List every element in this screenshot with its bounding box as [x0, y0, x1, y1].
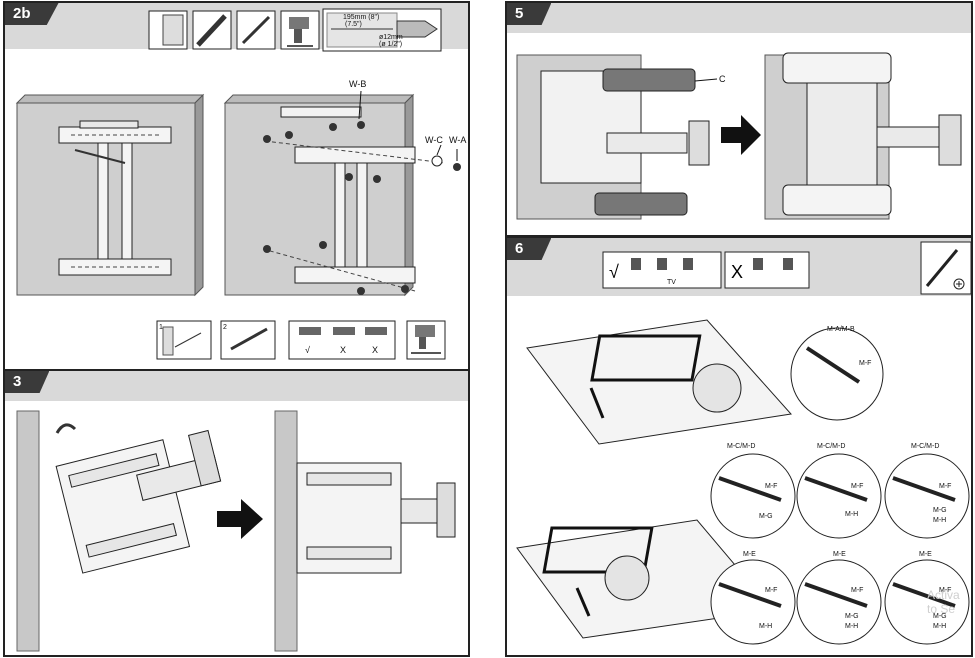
step-3-illustration [16, 410, 456, 652]
svg-text:M-F: M-F [859, 360, 871, 367]
svg-text:M-C/M-D: M-C/M-D [817, 443, 845, 450]
svg-text:M-E: M-E [743, 551, 756, 558]
svg-text:M-H: M-H [759, 623, 772, 630]
svg-text:M-G: M-G [845, 613, 859, 620]
wall-plate-left [58, 120, 172, 276]
check-icon-row: 1 2 √ X X [156, 320, 446, 360]
svg-text:M-H: M-H [933, 623, 946, 630]
wall-right [223, 93, 415, 297]
svg-text:M-F: M-F [939, 587, 951, 594]
label-wc: W-C [425, 135, 443, 145]
svg-text:X: X [372, 345, 378, 355]
ok-mark: √ [609, 262, 619, 282]
step-header-band [507, 3, 971, 33]
svg-text:M-E: M-E [919, 551, 932, 558]
no-mark: X [731, 262, 743, 282]
svg-text:M-G: M-G [759, 513, 773, 520]
svg-text:M-H: M-H [845, 623, 858, 630]
step-2b-illustration: 195mm (8") (7.5") ø12mm (ø 1/2") [15, 8, 466, 360]
watermark: Activa to Se [927, 588, 960, 616]
svg-text:(7.5"): (7.5") [345, 21, 362, 28]
step-number-badge: 3 [5, 371, 50, 393]
step-6-illustration: √ TV X M-A/M-B M-F [516, 241, 971, 645]
label-c: C [719, 74, 726, 84]
step-5-illustration: C [516, 52, 962, 220]
svg-text:195mm (8"): 195mm (8") [343, 14, 379, 21]
level-icon [192, 10, 232, 50]
svg-text:TV: TV [667, 279, 676, 286]
svg-text:(ø 1/2"): (ø 1/2") [379, 41, 402, 48]
label-wb: W-B [349, 79, 366, 89]
step-number-badge: 6 [507, 238, 552, 260]
svg-text:1: 1 [159, 324, 163, 331]
drill-icon [280, 10, 320, 50]
step-number-badge: 2b [5, 3, 59, 25]
label-wa: W-A [449, 135, 466, 145]
step-2b-panel: 2b 195mm (8") (7.5") ø12mm [3, 1, 470, 371]
svg-text:M-H: M-H [845, 511, 858, 518]
hole-size-diagram: 195mm (8") (7.5") ø12mm (ø 1/2") [322, 8, 442, 52]
svg-text:M-F: M-F [765, 587, 777, 594]
svg-text:M-F: M-F [851, 587, 863, 594]
svg-text:M-C/M-D: M-C/M-D [727, 443, 755, 450]
svg-text:M-G: M-G [933, 613, 947, 620]
svg-text:M-A/M-B: M-A/M-B [827, 326, 855, 333]
wall-plate-right [262, 90, 461, 295]
step-5-panel: 5 C [505, 1, 973, 237]
wall-icon [148, 10, 188, 50]
step-6-panel: 6 √ TV X M-A/M-B M-F [505, 236, 973, 657]
svg-text:ø12mm: ø12mm [379, 34, 403, 41]
svg-text:M-H: M-H [933, 517, 946, 524]
step-3-panel: 3 [3, 369, 470, 657]
pencil-icon [236, 10, 276, 50]
screwdriver-icon [920, 241, 971, 295]
detail-circles [710, 453, 970, 645]
svg-text:M-G: M-G [933, 507, 947, 514]
step-header-band [5, 371, 468, 401]
svg-text:M-F: M-F [939, 483, 951, 490]
svg-text:M-F: M-F [765, 483, 777, 490]
svg-text:M-F: M-F [851, 483, 863, 490]
step-number-badge: 5 [507, 3, 552, 25]
svg-text:2: 2 [223, 324, 227, 331]
svg-text:√: √ [305, 345, 310, 355]
svg-text:X: X [340, 345, 346, 355]
svg-text:M-E: M-E [833, 551, 846, 558]
svg-text:M-C/M-D: M-C/M-D [911, 443, 939, 450]
